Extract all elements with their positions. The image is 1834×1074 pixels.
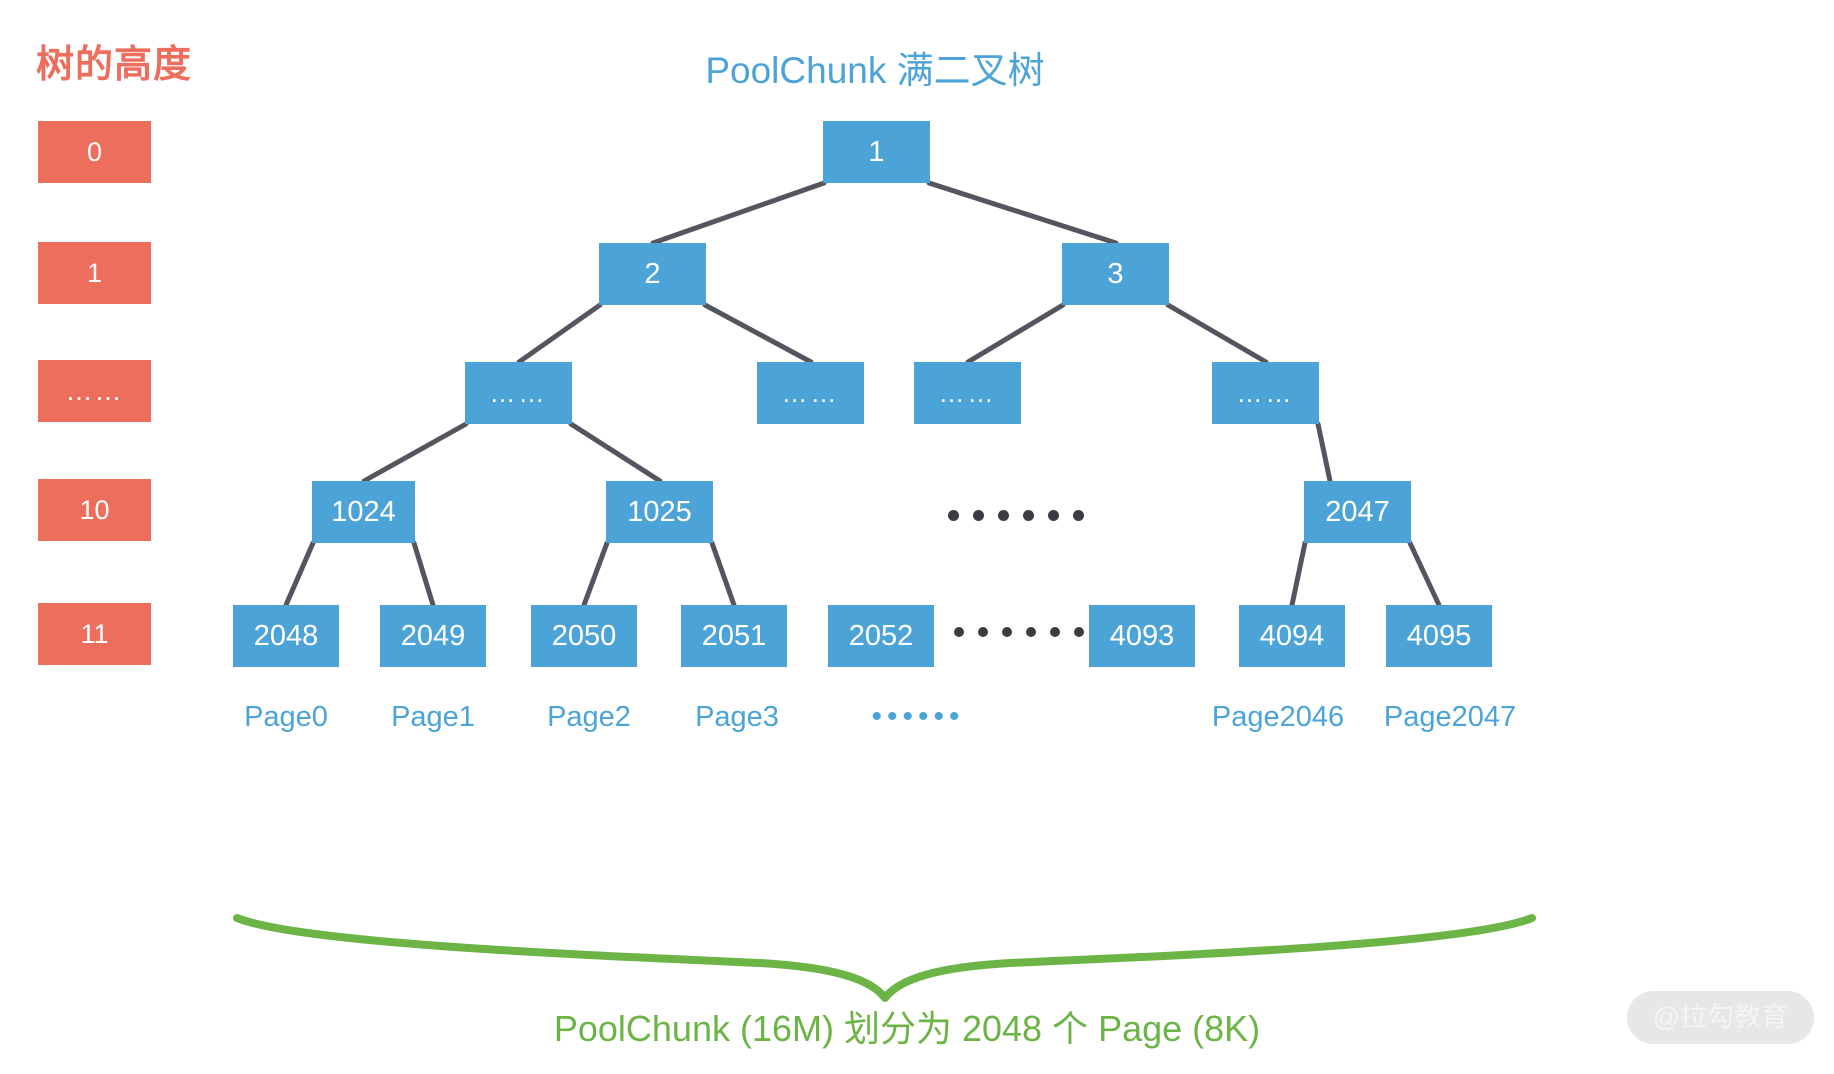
tree-node-3[interactable]: 3: [1062, 243, 1169, 305]
tree-node-1024[interactable]: 1024: [312, 481, 415, 543]
edge-2047-4095: [1407, 540, 1442, 608]
level10-ellipsis-dots: [948, 510, 1084, 521]
height-column-title: 树的高度: [36, 44, 193, 86]
level-badge-1: 1: [38, 242, 151, 304]
edge-1024-2048: [283, 540, 316, 608]
tree-node-ellipsis-1[interactable]: ……: [465, 362, 572, 424]
green-brace: [233, 914, 1536, 1002]
tree-node-2047[interactable]: 2047: [1304, 481, 1411, 543]
tree-node-2049[interactable]: 2049: [380, 605, 486, 667]
ellipsis-dot: [948, 510, 959, 521]
tree-node-4094[interactable]: 4094: [1239, 605, 1345, 667]
ellipsis-dot: [978, 627, 988, 637]
edge-2047-4094: [1289, 540, 1308, 608]
tree-node-ellipsis-3[interactable]: ……: [914, 362, 1021, 424]
page-label-ellipsis: ••••••: [871, 700, 965, 733]
ellipsis-dot: [1074, 627, 1084, 637]
ellipsis-dot: [1048, 510, 1059, 521]
level-badge-11: 11: [38, 603, 151, 665]
level-badge-10: 10: [38, 479, 151, 541]
tree-node-2052[interactable]: 2052: [828, 605, 934, 667]
ellipsis-dot: [1050, 627, 1060, 637]
watermark: @拉勾教育: [1626, 990, 1814, 1044]
bottom-caption: PoolChunk (16M) 划分为 2048 个 Page (8K): [0, 1000, 1834, 1052]
tree-node-2048[interactable]: 2048: [233, 605, 339, 667]
bottom-caption-text: PoolChunk (16M) 划分为 2048 个 Page (8K): [553, 1008, 1261, 1049]
edge-mid-1025: [568, 421, 663, 484]
tree-node-4093[interactable]: 4093: [1089, 605, 1195, 667]
edge-1025-2051: [709, 540, 737, 608]
edge-1024-2049: [411, 540, 436, 608]
ellipsis-dot: [1026, 627, 1036, 637]
edge-2-left: [516, 302, 603, 365]
page-label-0: Page0: [244, 701, 328, 733]
tree-node-2050[interactable]: 2050: [531, 605, 637, 667]
tree-node-1025[interactable]: 1025: [606, 481, 713, 543]
tree-node-2[interactable]: 2: [599, 243, 706, 305]
tree-node-4095[interactable]: 4095: [1386, 605, 1492, 667]
ellipsis-dot: [973, 510, 984, 521]
page-label-3: Page3: [695, 701, 779, 733]
tree-node-ellipsis-4[interactable]: ……: [1212, 362, 1319, 424]
ellipsis-dot: [954, 627, 964, 637]
ellipsis-dot: [1002, 627, 1012, 637]
page-label-2047: Page2047: [1383, 701, 1517, 733]
page-label-2: Page2: [547, 701, 631, 733]
edge-1025-2050: [581, 540, 610, 608]
page-title-text: PoolChunk 满二叉树: [705, 50, 1045, 91]
tree-node-2051[interactable]: 2051: [681, 605, 787, 667]
edge-3-right: [1165, 302, 1269, 365]
page-title: PoolChunk 满二叉树: [0, 40, 1834, 94]
edge-mid-1024: [361, 421, 469, 484]
page-label-1: Page1: [391, 701, 475, 733]
ellipsis-dot: [1023, 510, 1034, 521]
tree-node-ellipsis-2[interactable]: ……: [757, 362, 864, 424]
ellipsis-dot: [998, 510, 1009, 521]
edge-1-2: [650, 180, 827, 246]
level-badge-ellipsis: ……: [38, 360, 151, 422]
level11-ellipsis-dots: [954, 627, 1084, 637]
edge-1-3: [926, 180, 1119, 246]
page-label-2046: Page2046: [1211, 701, 1345, 733]
level-badge-0: 0: [38, 121, 151, 183]
edge-3-left: [965, 302, 1066, 365]
tree-node-1[interactable]: 1: [823, 121, 930, 183]
edge-2-right: [702, 302, 814, 365]
edge-mid-2047: [1315, 421, 1333, 484]
ellipsis-dot: [1073, 510, 1084, 521]
